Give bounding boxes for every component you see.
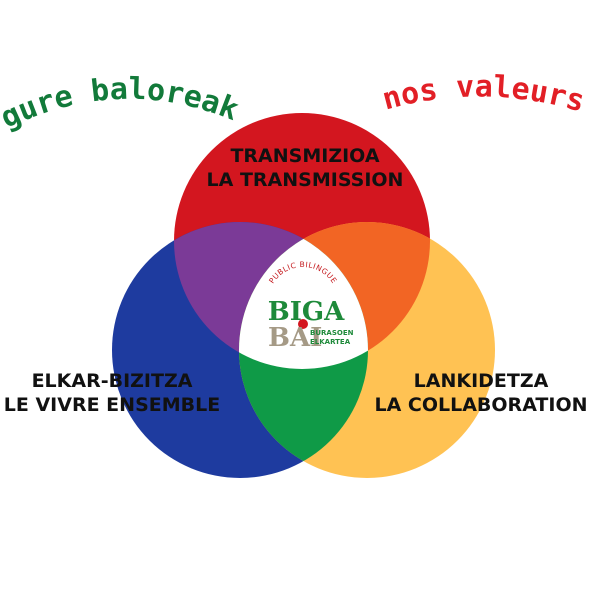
overlap-center-white <box>239 222 368 369</box>
logo-tag-line1: BURASOEN <box>310 329 354 337</box>
top-label-line2: LA TRANSMISSION <box>207 169 404 191</box>
left-label-line1: ELKAR-BIZITZA <box>32 370 193 392</box>
logo-tag-line2: ELKARTEA <box>310 338 351 346</box>
heading-right-text: nos valeurs <box>379 69 589 119</box>
logo-word-bai: BAI <box>268 323 322 353</box>
right-label-line2: LA COLLABORATION <box>374 394 587 416</box>
right-label-line1: LANKIDETZA <box>414 370 549 392</box>
logo-red-dot-icon <box>298 319 308 329</box>
heading-left-text: gure baloreak <box>0 72 243 136</box>
left-label-line2: LE VIVRE ENSEMBLE <box>4 394 220 416</box>
top-label-line1: TRANSMIZIOA <box>230 145 379 167</box>
